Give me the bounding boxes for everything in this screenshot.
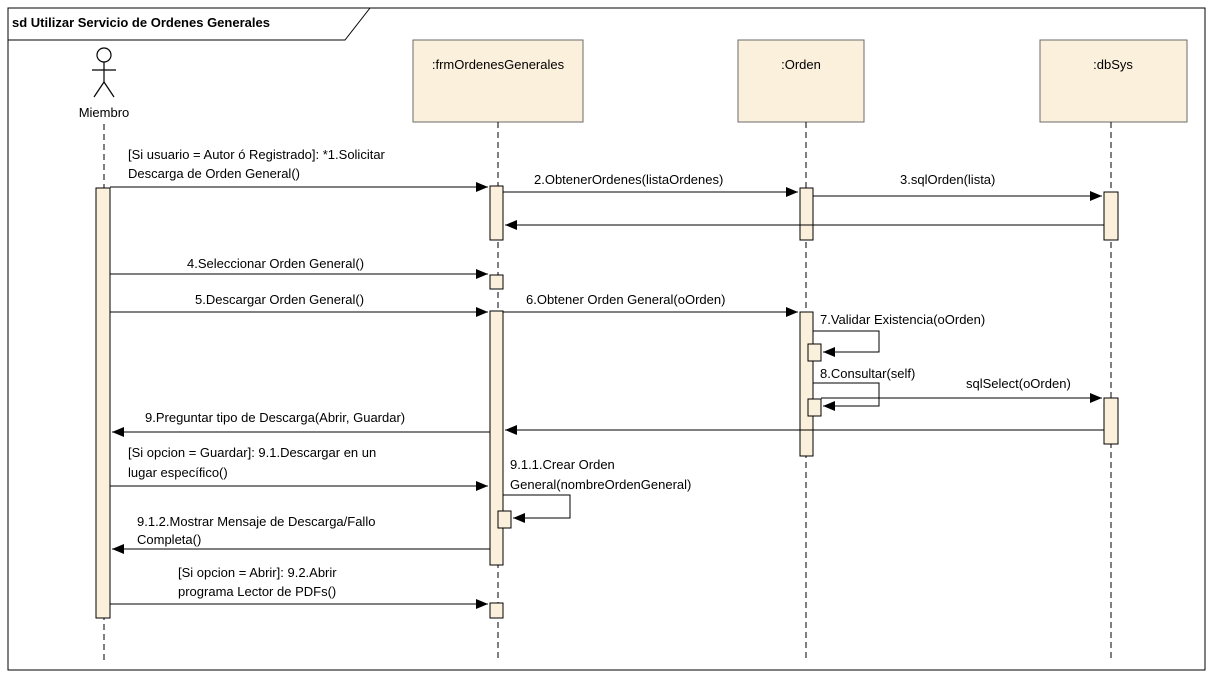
- message-label-1: [Si usuario = Autor ó Registrado]: *1.So…: [128, 147, 389, 181]
- message-label-8: 8.Consultar(self): [820, 366, 915, 381]
- message-label-9-1-1-line-1: 9.1.1.Crear Orden: [510, 457, 615, 472]
- lifeline-frm: :frmOrdenesGenerales: [412, 39, 584, 123]
- self-message-arrow-7: [813, 330, 880, 357]
- diagram-frame: sd Utilizar Servicio de Ordenes Generale…: [7, 7, 1206, 671]
- message-label-9-2-line-2: programa Lector de PDFs(): [178, 584, 336, 599]
- activation-dbsys-1: [1103, 191, 1119, 241]
- lifeline-label: :dbSys: [1093, 57, 1133, 72]
- lifeline-orden: :Orden: [737, 39, 865, 123]
- activation-orden-self-1: [807, 343, 822, 362]
- message-label-4: 4.Seleccionar Orden General(): [187, 256, 364, 271]
- activation-frm-4: [489, 602, 504, 619]
- message-label-9-1-2-line-2: Completa(): [137, 532, 201, 547]
- message-label-9: 9.Preguntar tipo de Descarga(Abrir, Guar…: [145, 410, 405, 425]
- activation-miembro: [95, 187, 111, 619]
- message-label-9-1-1: 9.1.1.Crear Orden General(nombreOrdenGen…: [510, 457, 691, 492]
- activation-frm-self: [497, 510, 512, 529]
- activation-frm-3: [489, 310, 504, 566]
- self-message-arrow-8: [813, 382, 880, 411]
- lifeline-dbsys: :dbSys: [1039, 39, 1188, 123]
- message-label-7: 7.Validar Existencia(oOrden): [820, 312, 985, 327]
- activation-orden-1: [799, 187, 814, 241]
- message-label-9-2: [Si opcion = Abrir]: 9.2.Abrir programa …: [178, 565, 340, 599]
- activation-orden-self-2: [807, 398, 822, 417]
- message-label-9-1-2: 9.1.2.Mostrar Mensaje de Descarga/Fallo …: [137, 514, 379, 547]
- message-label-3: 3.sqlOrden(lista): [900, 172, 995, 187]
- message-label-1-line-2: Descarga de Orden General(): [128, 166, 300, 181]
- activation-dbsys-2: [1103, 397, 1119, 445]
- activation-orden-2: [799, 311, 814, 457]
- message-label-1-line-1: [Si usuario = Autor ó Registrado]: *1.So…: [128, 147, 386, 162]
- activation-frm-2: [489, 274, 504, 290]
- message-label-8b: sqlSelect(oOrden): [966, 376, 1071, 391]
- message-label-9-1-line-2: lugar específico(): [128, 465, 228, 480]
- message-label-9-2-line-1: [Si opcion = Abrir]: 9.2.Abrir: [178, 565, 337, 580]
- message-label-5: 5.Descargar Orden General(): [195, 292, 364, 307]
- lifeline-label: :frmOrdenesGenerales: [432, 57, 565, 72]
- self-message-arrow-9-1-1: [503, 494, 571, 523]
- message-label-9-1-line-1: [Si opcion = Guardar]: 9.1.Descargar en …: [128, 445, 376, 460]
- actor-label: Miembro: [79, 105, 130, 120]
- activation-frm-1: [489, 185, 504, 241]
- actor-stick-figure-icon: [92, 47, 116, 98]
- message-label-9-1-2-line-1: 9.1.2.Mostrar Mensaje de Descarga/Fallo: [137, 514, 375, 529]
- frame-title: sd Utilizar Servicio de Ordenes Generale…: [12, 15, 270, 30]
- message-label-2: 2.ObtenerOrdenes(listaOrdenes): [534, 172, 723, 187]
- message-label-6: 6.Obtener Orden General(oOrden): [526, 292, 725, 307]
- actor-miembro: Miembro: [79, 47, 130, 120]
- message-label-9-1-1-line-2: General(nombreOrdenGeneral): [510, 477, 691, 492]
- lifeline-label: :Orden: [781, 57, 821, 72]
- message-label-9-1: [Si opcion = Guardar]: 9.1.Descargar en …: [128, 445, 380, 480]
